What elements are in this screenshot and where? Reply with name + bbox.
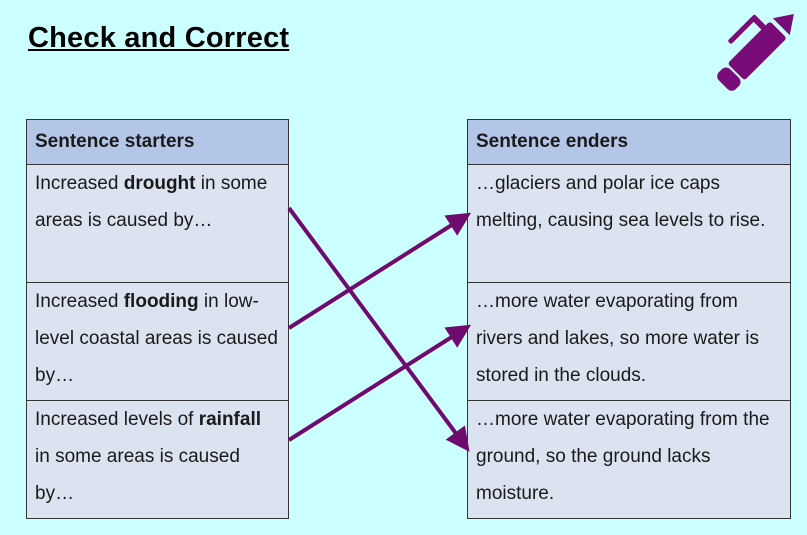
starter-row-1[interactable]: Increased drought in some areas is cause…: [26, 164, 289, 283]
starter-row-2[interactable]: Increased flooding in low-level coastal …: [26, 282, 289, 401]
sentence-starters-table: Sentence starters Increased drought in s…: [26, 119, 289, 519]
match-arrow-2-to-1: [287, 212, 472, 330]
starter-row-3[interactable]: Increased levels of rainfall in some are…: [26, 400, 289, 519]
match-arrow-1-to-3: [287, 206, 470, 452]
pen-icon: [717, 14, 794, 91]
ender-row-3[interactable]: …more water evaporating from the ground,…: [467, 400, 791, 519]
ender-row-2[interactable]: …more water evaporating from rivers and …: [467, 282, 791, 401]
page-title: Check and Correct: [28, 22, 290, 54]
match-arrow-3-to-2: [287, 324, 472, 442]
starters-header: Sentence starters: [26, 119, 289, 165]
ender-row-1[interactable]: …glaciers and polar ice caps melting, ca…: [467, 164, 791, 283]
sentence-enders-table: Sentence enders …glaciers and polar ice …: [467, 119, 791, 519]
enders-header: Sentence enders: [467, 119, 791, 165]
